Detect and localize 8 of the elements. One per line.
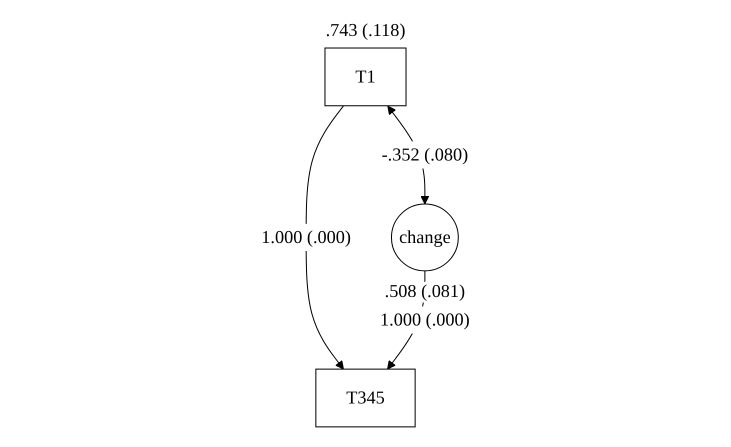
arrow [306,105,344,370]
edge-label: -.352 (.080) [382,144,468,165]
node-box: T345 [315,368,416,428]
node-box: T1 [324,48,407,106]
edge-label: 1.000 (.000) [380,309,470,330]
variance-label: .743 (.118) [326,20,406,40]
edge-label: 1.000 (.000) [261,226,351,248]
node-circle: change [390,204,459,272]
